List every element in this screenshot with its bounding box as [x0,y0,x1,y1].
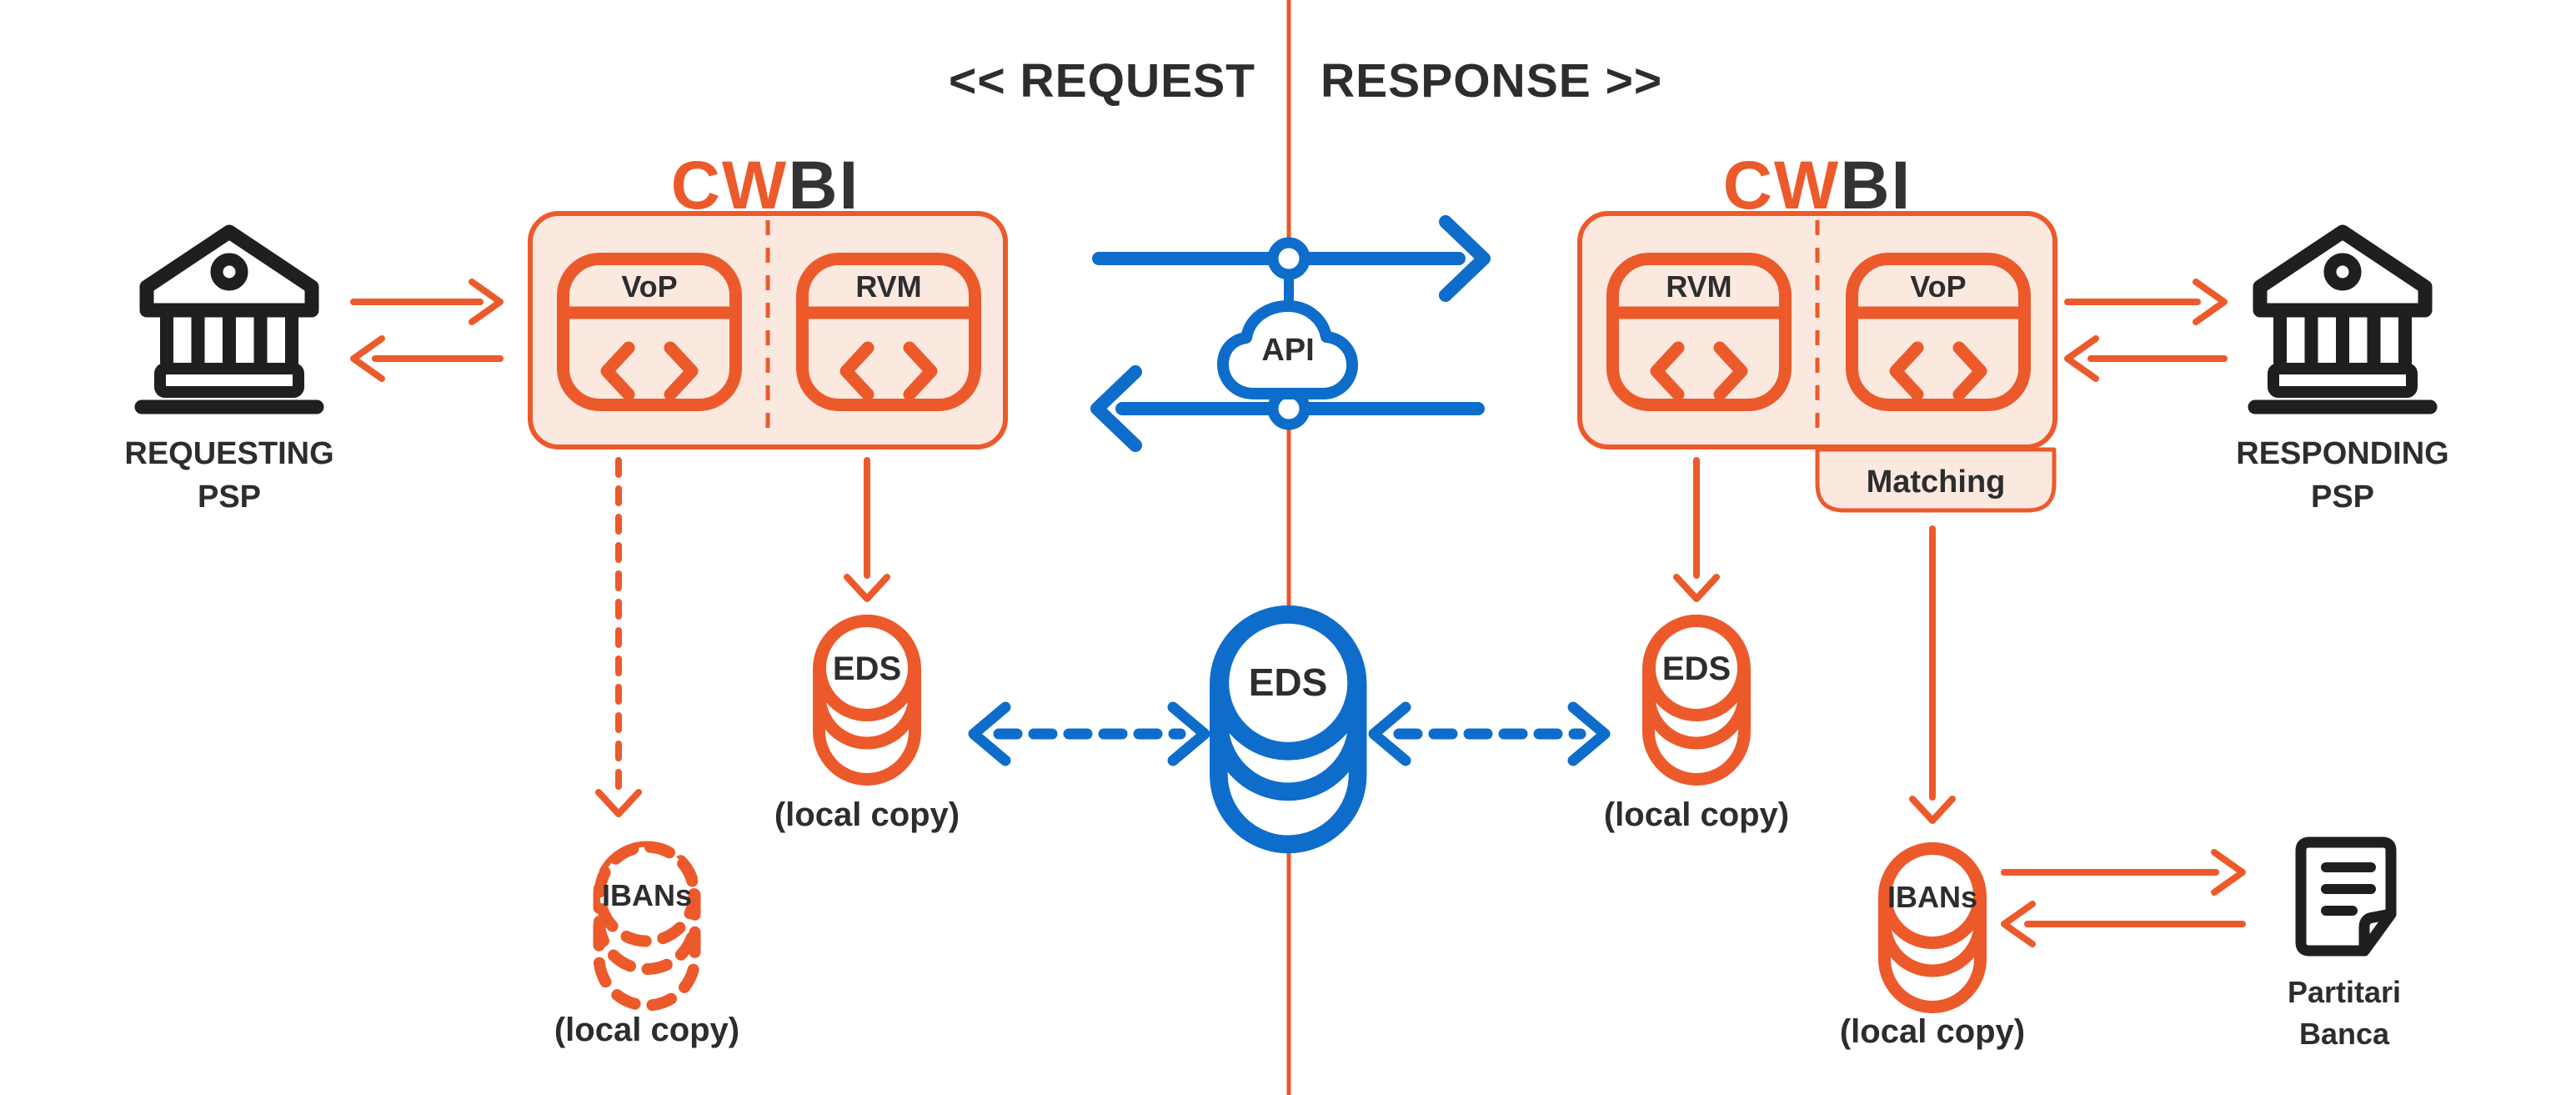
arrow-head [2193,279,2228,325]
arrow-head [1909,796,1956,824]
ibans-database-icon-left [599,847,695,1006]
eds-label-right: EDS [1662,650,1731,687]
sync-arrow-right [1368,701,1611,766]
responding-psp-bank-icon [2255,232,2430,407]
title-response: RESPONSE >> [1321,54,1662,108]
sync-arrow-left [968,701,1210,766]
arrow-ibans-to-partitari [2001,849,2246,896]
partitari-document-icon [2295,836,2397,957]
arrow-responding-to-cwbi [2064,335,2228,382]
arrow-cwbi-to-responding [2064,279,2228,325]
eds-database-icon-left [819,621,915,780]
eds-caption-right: (local copy) [1604,796,1789,833]
title-request: << REQUEST [949,54,1255,108]
arrow-head [1090,365,1142,452]
arrow-head [2211,849,2246,896]
matching-label: Matching [1867,465,2006,500]
arrow-matching-to-ibans [1909,525,1956,824]
arrow-head [1439,215,1491,302]
arrow-head [968,701,1011,766]
arrow-head [1368,701,1411,766]
vop-module-label-right: VoP [1910,269,1966,304]
center-section: API EDS [968,215,1611,845]
arrow-head [350,335,385,382]
arrow-head [469,279,504,325]
cwbi-logo-bi: BI [788,148,860,224]
matching-box [1815,447,2057,513]
ibans-database-icon-right [1885,849,1981,1007]
responding-psp-label-1: RESPONDING [2236,436,2448,471]
api-label: API [1261,333,1314,368]
arrow-head [1673,574,1720,602]
arrow-head [2001,901,2036,947]
eds-label-left: EDS [833,650,901,687]
partitari-label-2: Banca [2299,1017,2390,1051]
rvm-module-label-right: RVM [1666,269,1732,304]
arrow-head [2064,335,2099,382]
cwbi-logo-left: CWBI [671,148,860,224]
cwbi-logo-cw: CW [1723,148,1841,224]
arrow-rvm-to-eds-right [1673,457,1720,602]
requesting-psp-label-2: PSP [198,480,261,515]
ibans-label-right: IBANs [1887,880,1977,914]
rvm-module-label-left: RVM [855,269,921,304]
vop-module-label-left: VoP [621,269,677,304]
document-fold [2358,908,2397,957]
arrow-head [1567,701,1611,766]
arrow-vop-to-ibans-left [595,457,642,817]
requesting-psp-bank-icon [142,232,317,407]
cwbi-logo-bi: BI [1840,148,1912,224]
cloud-shape [1217,300,1358,399]
ibans-label-left: IBANs [602,878,692,912]
cwbi-logo-cw: CW [671,148,789,224]
arrow-head [595,789,642,817]
left-section: REQUESTING PSP CWBI VoP RVM [124,148,1008,1048]
title: << REQUEST RESPONSE >> [949,54,1662,108]
partitari-label-1: Partitari [2288,975,2401,1009]
arrow-partitari-to-ibans [2001,901,2246,947]
right-section: CWBI Matching RVM VoP RESPONDING PSP [1577,148,2449,1051]
cwbi-logo-right: CWBI [1723,148,1912,224]
responding-psp-label-2: PSP [2311,480,2374,515]
arrow-rvm-to-eds-left [844,457,890,602]
requesting-psp-label-1: REQUESTING [124,436,333,471]
request-node [1267,237,1311,280]
eds-caption-left: (local copy) [774,796,960,833]
arrow-head [844,574,890,602]
arrow-head [1167,701,1210,766]
ibans-caption-right: (local copy) [1840,1013,2025,1050]
eds-label-central: EDS [1249,661,1328,704]
eds-database-icon-right [1649,621,1745,780]
arrow-requesting-to-cwbi [350,279,504,325]
ibans-caption-left: (local copy) [554,1012,739,1048]
arrow-cwbi-to-requesting [350,335,504,382]
eds-database-icon-central [1219,615,1358,845]
api-cloud-icon [1217,300,1358,399]
